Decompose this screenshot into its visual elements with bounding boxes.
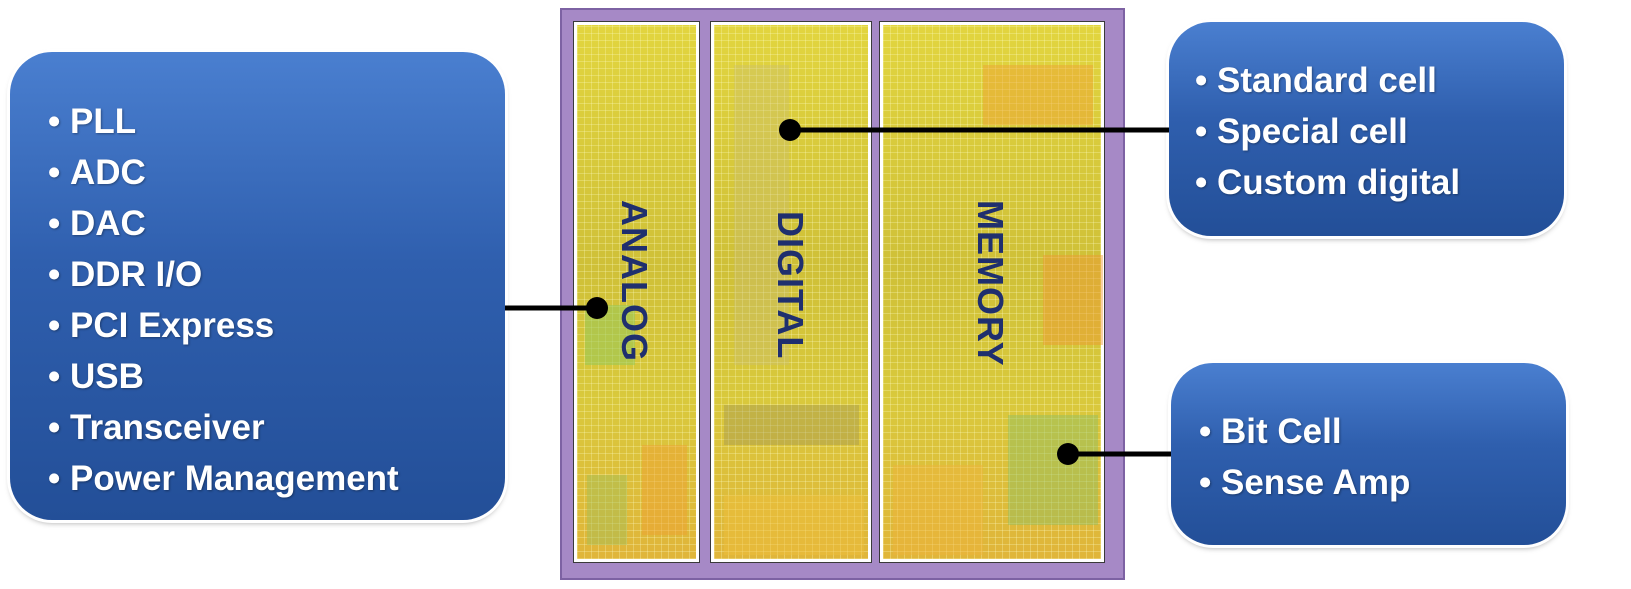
digital-ip-list: •Standard cell •Special cell •Custom dig… bbox=[1195, 55, 1564, 208]
die-patch bbox=[983, 65, 1093, 125]
memory-label: MEMORY bbox=[970, 200, 1011, 367]
die-patch bbox=[893, 465, 983, 555]
die-patch bbox=[734, 65, 789, 365]
list-item: •USB bbox=[48, 357, 144, 396]
list-item: •Custom digital bbox=[1195, 163, 1461, 202]
die-patch bbox=[724, 405, 859, 445]
die-patch bbox=[724, 495, 864, 555]
memory-ip-list: •Bit Cell •Sense Amp bbox=[1199, 406, 1566, 508]
list-item: •PCI Express bbox=[48, 306, 275, 345]
chip-die: ANALOG DIGITAL MEMORY bbox=[560, 8, 1125, 580]
list-item: •DAC bbox=[48, 204, 146, 243]
memory-connector-dot bbox=[1057, 443, 1079, 465]
memory-callout-box: •Bit Cell •Sense Amp bbox=[1171, 363, 1566, 545]
analog-label: ANALOG bbox=[614, 200, 655, 362]
die-patch bbox=[1043, 255, 1103, 345]
analog-callout-box: •PLL •ADC •DAC •DDR I/O •PCI Express •US… bbox=[10, 52, 505, 520]
list-item: •Special cell bbox=[1195, 112, 1408, 151]
list-item: •Standard cell bbox=[1195, 61, 1437, 100]
digital-callout-box: •Standard cell •Special cell •Custom dig… bbox=[1169, 22, 1564, 236]
digital-label: DIGITAL bbox=[770, 211, 811, 360]
list-item: •Power Management bbox=[48, 459, 399, 498]
digital-block: DIGITAL bbox=[710, 21, 872, 563]
die-patch bbox=[1008, 415, 1098, 525]
list-item: •Bit Cell bbox=[1199, 412, 1342, 451]
list-item: •DDR I/O bbox=[48, 255, 203, 294]
list-item: •Transceiver bbox=[48, 408, 265, 447]
list-item: •ADC bbox=[48, 153, 146, 192]
die-patch bbox=[587, 475, 627, 545]
analog-block: ANALOG bbox=[573, 21, 700, 563]
analog-ip-list: •PLL •ADC •DAC •DDR I/O •PCI Express •US… bbox=[48, 96, 505, 504]
analog-connector-dot bbox=[586, 297, 608, 319]
die-patch bbox=[642, 445, 687, 535]
list-item: •Sense Amp bbox=[1199, 463, 1411, 502]
digital-connector-dot bbox=[779, 119, 801, 141]
list-item: •PLL bbox=[48, 102, 137, 141]
memory-block: MEMORY bbox=[879, 21, 1105, 563]
